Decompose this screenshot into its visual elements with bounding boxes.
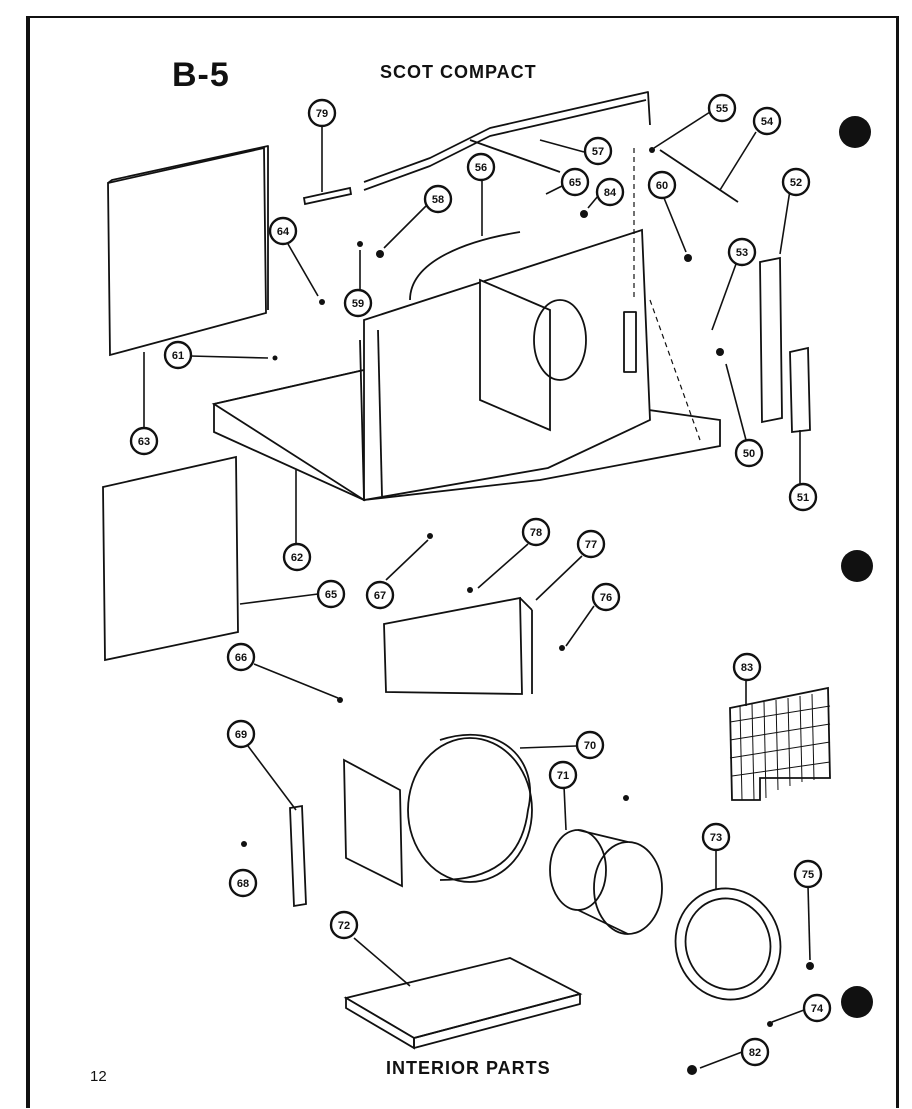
fasteners [241, 147, 814, 1075]
diagram-caption: INTERIOR PARTS [386, 1058, 551, 1078]
part-small-bracket [302, 186, 353, 206]
binder-hole-middle [841, 550, 873, 582]
part-filter-screen [729, 686, 831, 801]
callout-67: 67 [365, 580, 395, 610]
callout-72: 72 [329, 910, 359, 940]
svg-text:53: 53 [736, 247, 748, 259]
callout-83: 83 [732, 652, 762, 682]
part-divider-strip [759, 256, 783, 424]
callout-63: 63 [129, 426, 159, 456]
part-side-panel-lower [102, 455, 239, 662]
svg-text:57: 57 [592, 146, 604, 158]
callout-50: 50 [734, 438, 764, 468]
callout-68: 68 [228, 868, 258, 898]
callout-62: 62 [282, 542, 312, 572]
svg-text:50: 50 [743, 448, 755, 460]
callout-54: 54 [752, 106, 782, 136]
callout-66: 66 [226, 642, 256, 672]
callout-64: 64 [268, 216, 298, 246]
part-side-strip [289, 804, 307, 908]
callout-77: 77 [576, 529, 606, 559]
callout-84: 84 [595, 177, 625, 207]
svg-text:56: 56 [475, 162, 487, 174]
page-number: 12 [90, 1068, 107, 1085]
svg-text:77: 77 [585, 539, 597, 551]
svg-text:69: 69 [235, 729, 247, 741]
part-blower-wheel [549, 829, 663, 935]
svg-text:65: 65 [569, 177, 581, 189]
part-top-rail [363, 91, 651, 191]
svg-text:79: 79 [316, 108, 328, 120]
diagram-title: SCOT COMPACT [380, 62, 537, 82]
callout-53: 53 [727, 237, 757, 267]
callout-51: 51 [788, 482, 818, 512]
svg-text:59: 59 [352, 298, 364, 310]
callout-69: 69 [226, 719, 256, 749]
callout-70: 70 [575, 730, 605, 760]
callout-65-top: 65 [560, 167, 590, 197]
svg-text:71: 71 [557, 770, 569, 782]
svg-text:55: 55 [716, 103, 728, 115]
callout-56: 56 [466, 152, 496, 182]
diagram-code: B-5 [172, 56, 230, 94]
callout-75: 75 [793, 859, 823, 889]
svg-text:66: 66 [235, 652, 247, 664]
callout-61: 61 [163, 340, 193, 370]
svg-text:54: 54 [761, 116, 774, 128]
svg-text:78: 78 [530, 527, 542, 539]
part-rod [659, 149, 739, 203]
binder-hole-bottom [841, 986, 873, 1018]
svg-text:74: 74 [811, 1003, 824, 1015]
part-orifice-ring [674, 887, 782, 1001]
svg-text:83: 83 [741, 662, 753, 674]
svg-text:62: 62 [291, 552, 303, 564]
part-mount-bracket [383, 596, 533, 695]
callout-79: 79 [307, 98, 337, 128]
svg-text:58: 58 [432, 194, 444, 206]
callout-55: 55 [707, 93, 737, 123]
callout-59: 59 [343, 288, 373, 318]
svg-text:64: 64 [277, 226, 290, 238]
svg-text:73: 73 [710, 832, 722, 844]
callout-82: 82 [740, 1037, 770, 1067]
part-blower-housing [343, 734, 533, 888]
callout-73: 73 [701, 822, 731, 852]
svg-text:68: 68 [237, 878, 249, 890]
callout-52: 52 [781, 167, 811, 197]
svg-text:76: 76 [600, 592, 612, 604]
svg-text:82: 82 [749, 1047, 761, 1059]
part-chassis [211, 148, 721, 502]
part-small-panel [789, 346, 811, 434]
svg-text:67: 67 [374, 590, 386, 602]
binder-hole-top [839, 116, 871, 148]
svg-text:65: 65 [325, 589, 337, 601]
callout-65-lower: 65 [316, 579, 346, 609]
callout-58: 58 [423, 184, 453, 214]
svg-text:72: 72 [338, 920, 350, 932]
svg-text:70: 70 [584, 740, 596, 752]
svg-text:60: 60 [656, 180, 668, 192]
svg-text:61: 61 [172, 350, 184, 362]
part-side-panel-upper [107, 145, 278, 361]
callout-71: 71 [548, 760, 578, 790]
callout-78: 78 [521, 517, 551, 547]
leader-lines [143, 111, 811, 1069]
svg-text:63: 63 [138, 436, 150, 448]
svg-text:84: 84 [604, 187, 617, 199]
callout-60: 60 [647, 170, 677, 200]
part-base-plate [343, 957, 583, 1050]
svg-text:51: 51 [797, 492, 809, 504]
svg-text:75: 75 [802, 869, 814, 881]
callout-76: 76 [591, 582, 621, 612]
callout-57: 57 [583, 136, 613, 166]
svg-text:52: 52 [790, 177, 802, 189]
callout-74: 74 [802, 993, 832, 1023]
